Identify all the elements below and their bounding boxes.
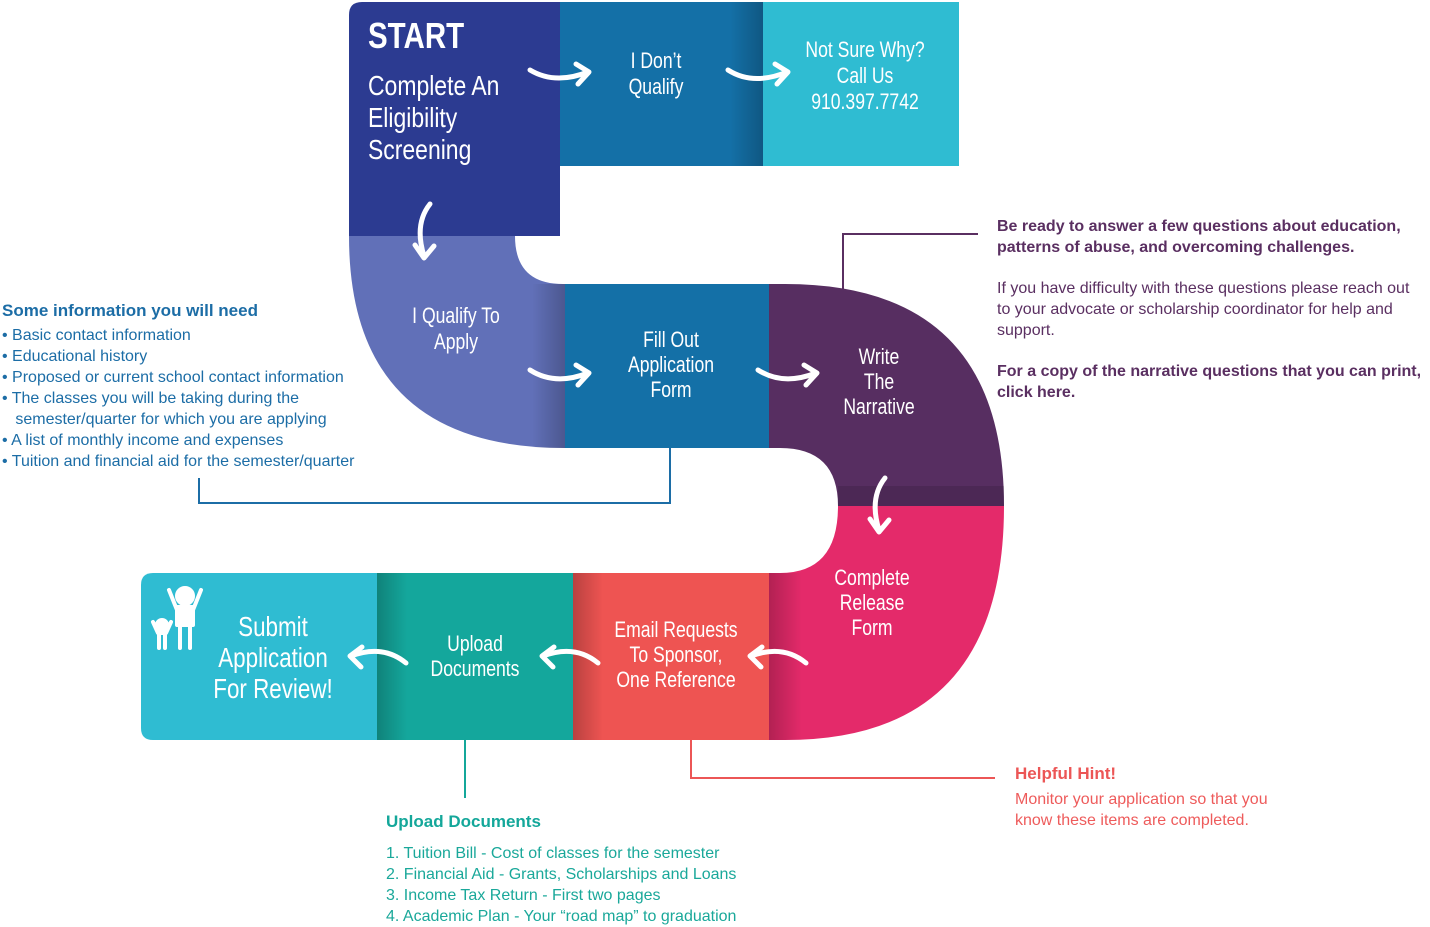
info-connector-line — [198, 448, 671, 504]
info-note: Some information you will need • Basic c… — [2, 300, 354, 472]
info-item: • A list of monthly income and expenses — [2, 432, 284, 449]
step-start-label-line: Screening — [368, 135, 471, 166]
step-email-label-line: Email Requests — [614, 618, 737, 642]
curved-arrow-icon — [755, 362, 820, 388]
step-start-label-line: Eligibility — [368, 103, 457, 134]
step-submit-label-line: Submit — [238, 612, 308, 643]
hint-line: Monitor your application so that you — [1015, 791, 1268, 808]
info-item: semester/quarter for which you are apply… — [2, 411, 327, 428]
narrative-body: If you have difficulty with these questi… — [997, 280, 1410, 339]
curved-arrow-icon — [412, 201, 437, 261]
step-not-sure-label-line: Call Us — [837, 64, 894, 88]
step-fill-out-label-line: Fill Out — [643, 328, 699, 352]
step-email-label-line: One Reference — [616, 668, 735, 692]
step-email-tile — [573, 573, 769, 740]
step-narrative-label-line: Write — [859, 345, 900, 369]
step-not-sure-label-line: Not Sure Why? — [805, 38, 924, 62]
step-not-sure-label-line: 910.397.7742 — [811, 90, 919, 114]
step-narrative-label-line: Narrative — [843, 395, 914, 419]
step-release-tile — [769, 506, 1004, 740]
step-release-label-line: Complete — [834, 566, 909, 590]
curved-arrow-icon — [527, 61, 592, 87]
upload-item: 1. Tuition Bill - Cost of classes for th… — [386, 845, 720, 862]
hint-heading: Helpful Hint! — [1015, 764, 1117, 783]
tile-shade — [838, 486, 1004, 506]
step-start-tile — [349, 2, 560, 236]
step-fill-out-label-line: Application — [628, 353, 714, 377]
upload-note: Upload Documents 1. Tuition Bill - Cost … — [386, 811, 736, 927]
narrative-connector-line — [842, 233, 978, 296]
step-narrative-label-line: The — [864, 370, 894, 394]
info-item: • The classes you will be taking during … — [2, 390, 300, 407]
step-release-label-line: Release — [840, 591, 905, 615]
step-fill-out-label-line: Form — [650, 378, 691, 402]
step-upload-label-line: Upload — [447, 632, 503, 656]
info-item: • Basic contact information — [2, 327, 191, 344]
step-qualify-label-line: Apply — [434, 330, 478, 354]
step-qualify-tile — [349, 236, 565, 448]
curved-arrow-icon — [539, 644, 601, 670]
info-item: • Tuition and financial aid for the seme… — [2, 453, 355, 470]
step-upload-label-line: Documents — [431, 657, 520, 681]
info-item: • Educational history — [2, 348, 148, 365]
tile-shade — [730, 2, 763, 166]
step-start-label-line: Complete An — [368, 71, 499, 102]
tile-shade — [532, 284, 565, 448]
step-dont-qualify-label-line: I Don’t — [631, 49, 682, 73]
step-qualify-label-line: I Qualify To — [412, 304, 500, 328]
step-dont-qualify-label-line: Qualify — [629, 75, 684, 99]
step-submit-tile — [141, 573, 377, 740]
step-release-label-line: Form — [851, 616, 892, 640]
upload-item: 4. Academic Plan - Your “road map” to gr… — [386, 908, 737, 925]
step-fill-out-tile — [565, 284, 769, 448]
hint-connector-line — [690, 740, 995, 779]
info-item: • Proposed or current school contact inf… — [2, 369, 344, 386]
person-cheering-icon — [151, 586, 203, 650]
curved-arrow-icon — [747, 644, 809, 670]
info-heading: Some information you will need — [2, 301, 258, 320]
narrative-intro: Be ready to answer a few questions about… — [997, 218, 1401, 256]
step-dont-qualify-tile — [560, 2, 763, 166]
step-submit-label-line: Application — [218, 643, 328, 674]
hint-note: Helpful Hint! Monitor your application s… — [1015, 763, 1268, 831]
step-narrative-tile — [769, 284, 1004, 506]
step-submit-label-line: For Review! — [213, 674, 332, 705]
step-not-sure-tile — [763, 2, 959, 166]
step-email-label-line: To Sponsor, — [630, 643, 723, 667]
upload-item: 3. Income Tax Return - First two pages — [386, 887, 661, 904]
start-title: START — [368, 15, 464, 55]
narrative-note: Be ready to answer a few questions about… — [997, 216, 1427, 423]
hint-line: know these items are completed. — [1015, 812, 1249, 829]
curved-arrow-icon — [347, 644, 409, 670]
curved-arrow-icon — [527, 362, 592, 388]
curved-arrow-icon — [867, 475, 892, 535]
upload-item: 2. Financial Aid - Grants, Scholarships … — [386, 866, 737, 883]
curved-arrow-icon — [725, 61, 791, 87]
upload-heading: Upload Documents — [386, 812, 541, 831]
narrative-questions-link[interactable]: For a copy of the narrative questions th… — [997, 363, 1422, 401]
